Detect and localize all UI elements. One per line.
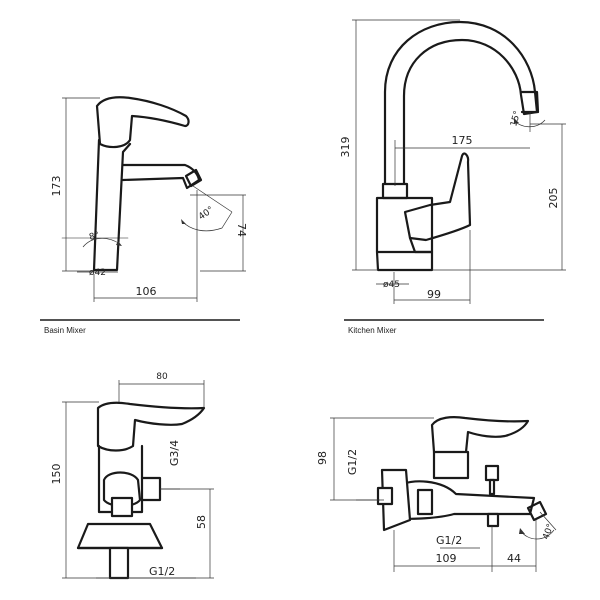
basin-lever bbox=[95, 96, 190, 149]
wall-basin-base bbox=[76, 522, 164, 550]
wall-basin-thread-bottom-label: G1/2 bbox=[149, 565, 175, 578]
bath-flange bbox=[380, 468, 412, 532]
wall-basin-eccentric bbox=[102, 471, 142, 508]
wall-basin-inlet-pipe bbox=[108, 546, 130, 580]
kitchen-mixer-view: 319 175 205 15° ø45 99 bbox=[339, 19, 566, 304]
bath-union bbox=[416, 488, 434, 516]
wall-basin-lever bbox=[96, 401, 206, 452]
wall-basin-mixer-view: 80 150 G3/4 58 G1/2 bbox=[50, 372, 214, 580]
kitchen-spout-reach-label: 175 bbox=[452, 134, 473, 147]
kitchen-height-label: 319 bbox=[339, 137, 352, 158]
bath-thread-outlet-label: G1/2 bbox=[436, 534, 462, 547]
kitchen-caption: Kitchen Mixer bbox=[348, 326, 397, 335]
bath-spout-label: 44 bbox=[507, 552, 521, 565]
basin-spout bbox=[121, 163, 201, 190]
basin-aerator bbox=[184, 168, 203, 188]
wall-basin-offset-label: 58 bbox=[195, 515, 208, 529]
basin-spout-height-label: 74 bbox=[235, 223, 248, 237]
kitchen-spout-height-label: 205 bbox=[547, 188, 560, 209]
bath-spout-tip bbox=[526, 500, 548, 522]
kitchen-diameter-label: ø45 bbox=[383, 280, 400, 290]
basin-body-angle-label: 8° bbox=[88, 231, 100, 243]
basin-body bbox=[92, 138, 132, 272]
basin-mixer-view: 173 74 40° 8° ø42 106 bbox=[50, 96, 248, 302]
wall-basin-thread-top-label: G3/4 bbox=[168, 440, 181, 466]
kitchen-spout-angle-label: 15° bbox=[509, 110, 523, 128]
bath-cartridge bbox=[432, 450, 470, 480]
kitchen-reach-label: 99 bbox=[427, 288, 441, 301]
basin-caption: Basin Mixer bbox=[44, 326, 86, 335]
basin-reach-label: 106 bbox=[136, 285, 157, 298]
basin-spout-angle-label: 40° bbox=[197, 205, 216, 222]
basin-diameter-label: ø42 bbox=[89, 268, 106, 278]
wall-basin-height-label: 150 bbox=[50, 464, 63, 485]
bath-length-label: 109 bbox=[436, 552, 457, 565]
bath-diverter-knob bbox=[484, 464, 500, 482]
kitchen-gooseneck bbox=[383, 20, 539, 197]
bath-mixer-view: 98 G1/2 G1/2 109 44 40° bbox=[316, 416, 556, 572]
bath-connector bbox=[376, 486, 394, 506]
bath-shower-outlet bbox=[486, 512, 500, 528]
bath-thread-inlet-label: G1/2 bbox=[346, 449, 359, 475]
kitchen-body bbox=[375, 196, 434, 272]
bath-angle-label: 40° bbox=[541, 523, 556, 541]
kitchen-collar bbox=[381, 182, 409, 200]
bath-diverter-stem bbox=[488, 478, 496, 496]
basin-height-label: 173 bbox=[50, 176, 63, 197]
bath-lever bbox=[430, 416, 530, 458]
wall-basin-outlet bbox=[140, 476, 162, 502]
bath-height-label: 98 bbox=[316, 451, 329, 465]
kitchen-lever bbox=[403, 152, 472, 242]
wall-basin-nut bbox=[110, 496, 134, 518]
wall-basin-width-label: 80 bbox=[156, 372, 168, 382]
